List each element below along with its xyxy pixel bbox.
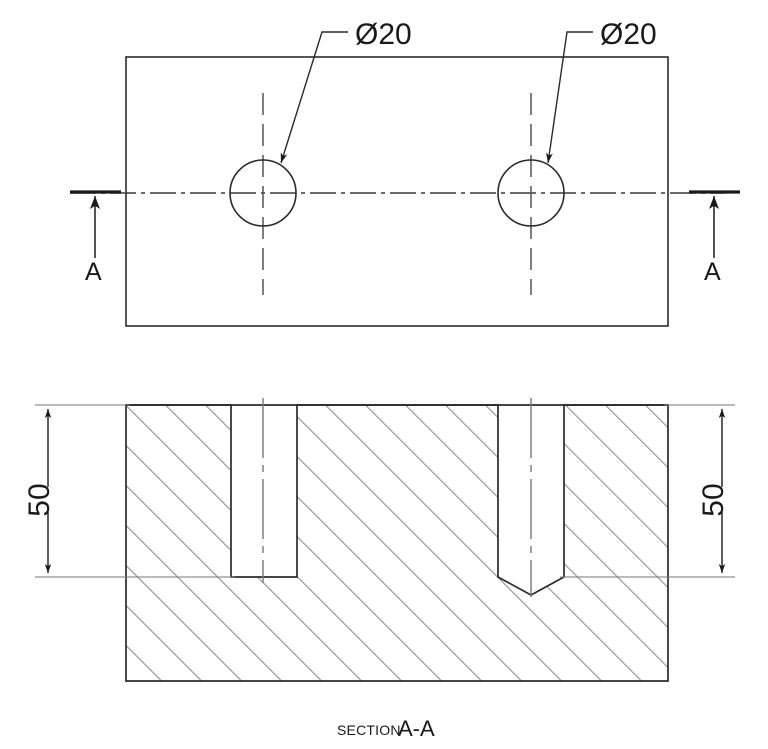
section-marker-left: A [70,190,121,286]
left-leader-line [280,31,348,164]
top-left-hole-group [229,93,297,295]
section-outline [125,404,669,682]
section-marker-right: A [689,190,740,286]
right-depth-dimension: 50 [560,404,735,578]
right-depth-value: 50 [697,483,730,516]
section-caption-word: SECTION [337,722,401,738]
section-marker-left-label: A [85,258,102,286]
top-right-hole-group [497,93,565,295]
right-diameter-label: Ø20 [600,18,657,51]
top-view-group: Ø20 Ø20 A A [70,18,740,327]
left-depth-value: 50 [23,483,56,516]
section-hatch-fill [126,405,668,681]
left-depth-dimension: 50 [23,404,235,578]
right-leader-line [546,31,593,164]
right-hole-circle [497,159,565,227]
top-view-outline [125,56,669,327]
left-diameter-label: Ø20 [355,18,412,51]
left-hole-circle [229,159,297,227]
section-view-group: 50 50 SECTION A-A [23,398,735,741]
section-caption: SECTION A-A [337,716,435,741]
right-diameter-callout: Ø20 [546,18,657,164]
left-diameter-callout: Ø20 [280,18,412,164]
section-marker-right-label: A [704,258,721,286]
section-caption-id: A-A [398,716,435,741]
